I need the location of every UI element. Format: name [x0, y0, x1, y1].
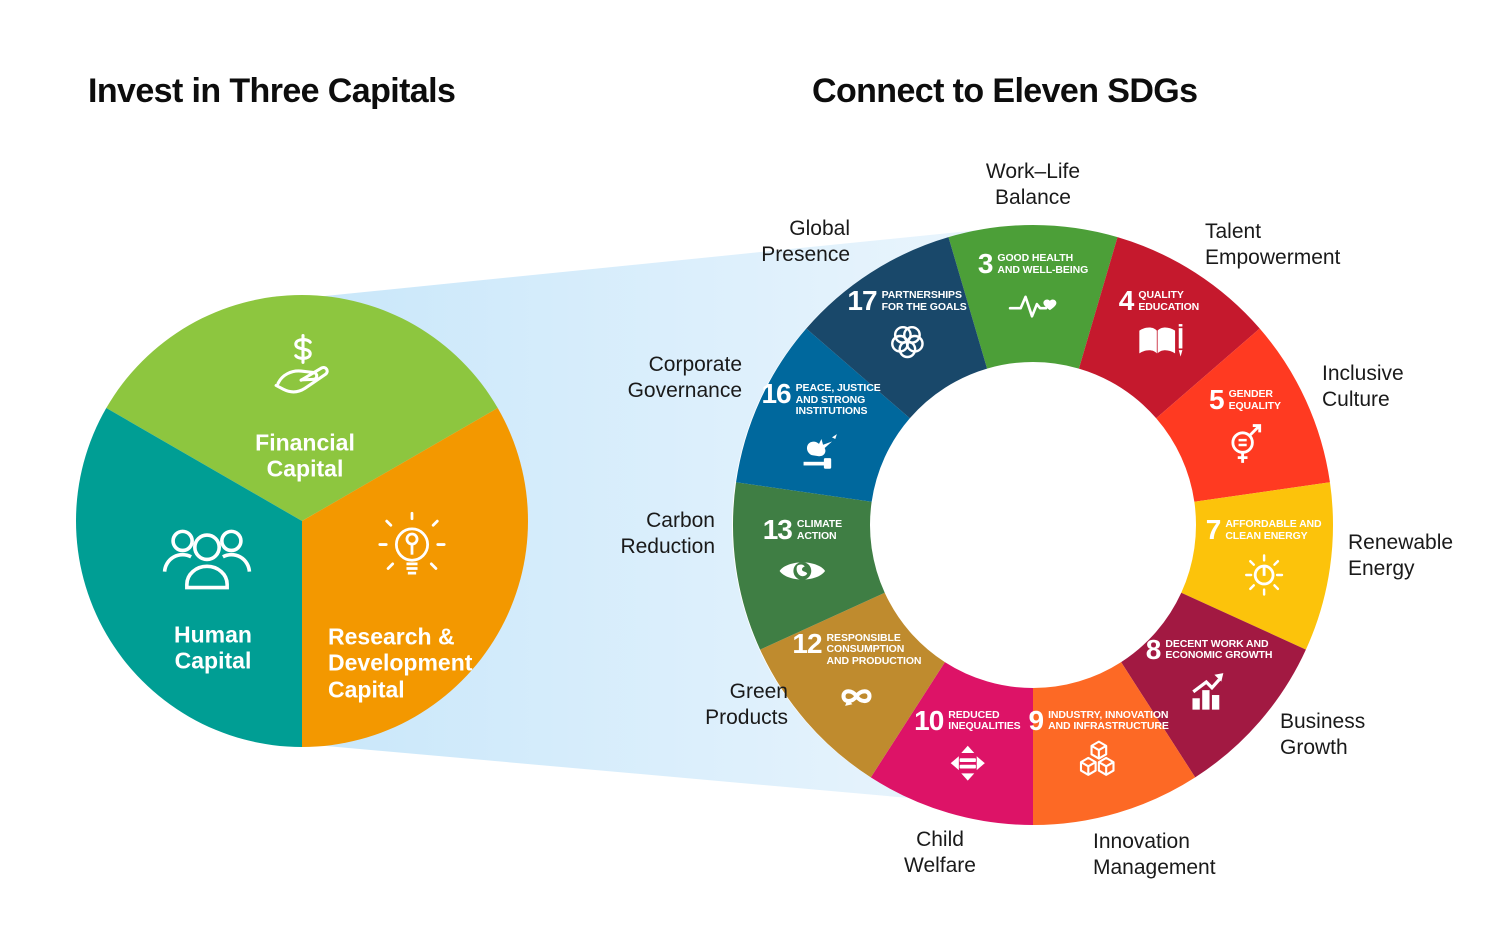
connection-beam — [315, 229, 989, 798]
sdg-7-title: AFFORDABLE AND CLEAN ENERGY — [1225, 518, 1322, 542]
sdg-8-number: 8 — [1145, 633, 1162, 665]
growth-icon — [1183, 665, 1235, 717]
consumption-icon — [831, 670, 883, 722]
sdg-5-label-inclusive-culture: Inclusive Culture — [1322, 361, 1404, 411]
pie-label-financial-capital: Financial Capital — [255, 429, 355, 482]
sdg-3-number: 3 — [977, 247, 994, 279]
sdg-16-label-corporate-governance: Corporate Governance — [627, 352, 742, 402]
sdg-13-number: 13 — [762, 514, 793, 546]
sdg-segment-12 — [760, 592, 945, 778]
sdg-9-title: INDUSTRY, INNOVATION AND INFRASTRUCTURE — [1048, 708, 1169, 733]
education-icon — [1133, 316, 1185, 368]
left-title: Invest in Three Capitals — [88, 72, 456, 110]
sdg-13-title: CLIMATE ACTION — [796, 518, 843, 542]
peace-icon — [795, 421, 847, 473]
sdg-12-title: RESPONSIBLE CONSUMPTION AND PRODUCTION — [826, 631, 922, 667]
sdg-9-number: 9 — [1028, 704, 1044, 736]
pie-label-human-capital: Human Capital — [174, 621, 252, 674]
sdg-17-label-global-presence: Global Presence — [761, 216, 850, 266]
sdg-segment-9 — [1033, 662, 1196, 825]
climate-icon — [776, 545, 828, 597]
sdg-10-number: 10 — [914, 704, 944, 736]
gender-icon — [1219, 415, 1271, 467]
health-icon — [1007, 279, 1059, 331]
sdg-8-label-business-growth: Business Growth — [1280, 709, 1366, 759]
sdg-16-number: 16 — [761, 378, 791, 410]
sdg-4-label-talent-empowerment: Talent Empowerment — [1205, 219, 1341, 269]
people-icon — [154, 507, 260, 613]
industry-icon — [1073, 736, 1125, 788]
sdg-16-title: PEACE, JUSTICE AND STRONG INSTITUTIONS — [795, 382, 881, 418]
sdg-9-label-innovation-management: Innovation Management — [1093, 829, 1216, 879]
energy-icon — [1238, 545, 1290, 597]
sdg-4-number: 4 — [1118, 284, 1135, 316]
sdg-17-number: 17 — [847, 284, 877, 316]
sdg-4-title: QUALITY EDUCATION — [1138, 288, 1200, 313]
sdg-5-number: 5 — [1209, 384, 1225, 416]
sdg-5-title: GENDER EQUALITY — [1228, 388, 1281, 412]
pie-label-research-development-capital: Research & Development Capital — [328, 623, 473, 703]
partnership-icon — [881, 316, 933, 368]
pie-slice-financial-capital — [106, 295, 498, 521]
sdg-12-number: 12 — [792, 627, 822, 659]
sdg-7-number: 7 — [1205, 514, 1222, 546]
sdg-8-title: DECENT WORK AND ECONOMIC GROWTH — [1165, 637, 1273, 662]
inequality-icon — [941, 736, 993, 788]
lightbulb-icon — [366, 505, 458, 597]
sdg-7-label-renewable-energy: Renewable Energy — [1348, 530, 1454, 580]
right-title: Connect to Eleven SDGs — [812, 72, 1198, 110]
sdg-segment-5 — [1156, 328, 1330, 502]
sdg-3-title: GOOD HEALTH AND WELL-BEING — [997, 251, 1089, 276]
sdg-17-title: PARTNERSHIPS FOR THE GOALS — [881, 288, 967, 313]
sdg-10-label-child-welfare: Child Welfare — [904, 827, 976, 877]
sdg-12-label-green-products: Green Products — [705, 679, 788, 729]
sdg-3-label-work-life-balance: Work–Life Balance — [985, 159, 1081, 209]
sdg-segment-10 — [870, 662, 1033, 825]
sdg-10-title: REDUCED INEQUALITIES — [948, 708, 1021, 733]
pie-slice-research-development-capital — [302, 408, 528, 747]
hand-dollar-icon — [255, 324, 351, 420]
sdg-segment-16 — [736, 328, 910, 502]
sdg-13-label-carbon-reduction: Carbon Reduction — [620, 508, 715, 558]
